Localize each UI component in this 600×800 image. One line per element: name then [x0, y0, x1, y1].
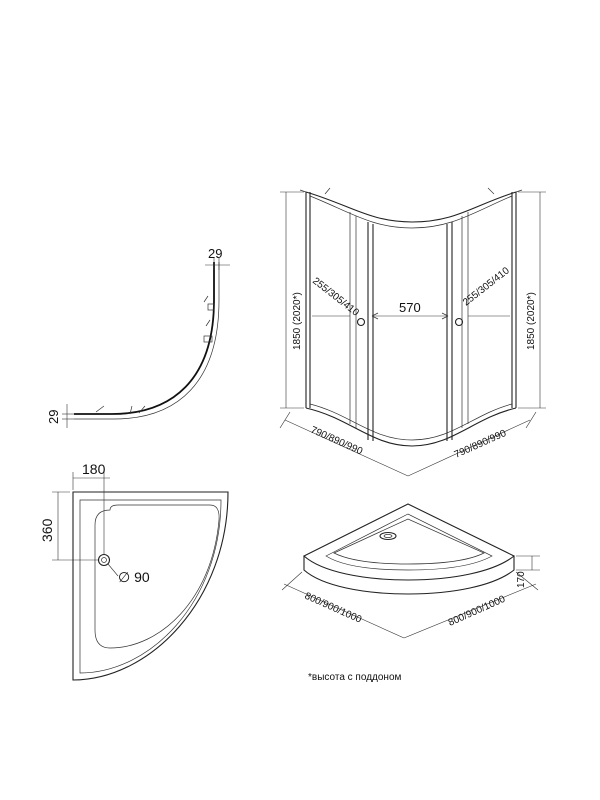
gap-left-label: 29: [46, 410, 61, 424]
drain-diameter-label: ∅ 90: [118, 569, 150, 585]
base-right-label: 790/890/990: [453, 428, 509, 461]
tray-side-left-label: 800/900/1000: [303, 591, 364, 626]
panel-left-label: 255/305/410: [310, 276, 361, 319]
height-right-label: 1850 (2020*): [526, 292, 537, 350]
footnote: *высота с поддоном: [308, 672, 402, 683]
top-view-profile: [62, 258, 230, 428]
door-width-label: 570: [399, 300, 421, 315]
height-left-label: 1850 (2020*): [292, 292, 303, 350]
panel-right-label: 255/305/410: [461, 265, 512, 308]
tray-height-label: 170: [516, 571, 527, 588]
gap-top-label: 29: [208, 246, 222, 261]
drain-y-label: 360: [39, 518, 55, 542]
drain-x-label: 180: [82, 461, 106, 477]
base-left-label: 790/890/990: [309, 425, 365, 458]
enclosure-elevation: [279, 187, 546, 477]
tray-side-right-label: 800/900/1000: [447, 594, 508, 629]
tray-plan: [52, 472, 229, 681]
tray-isometric: [281, 503, 540, 639]
